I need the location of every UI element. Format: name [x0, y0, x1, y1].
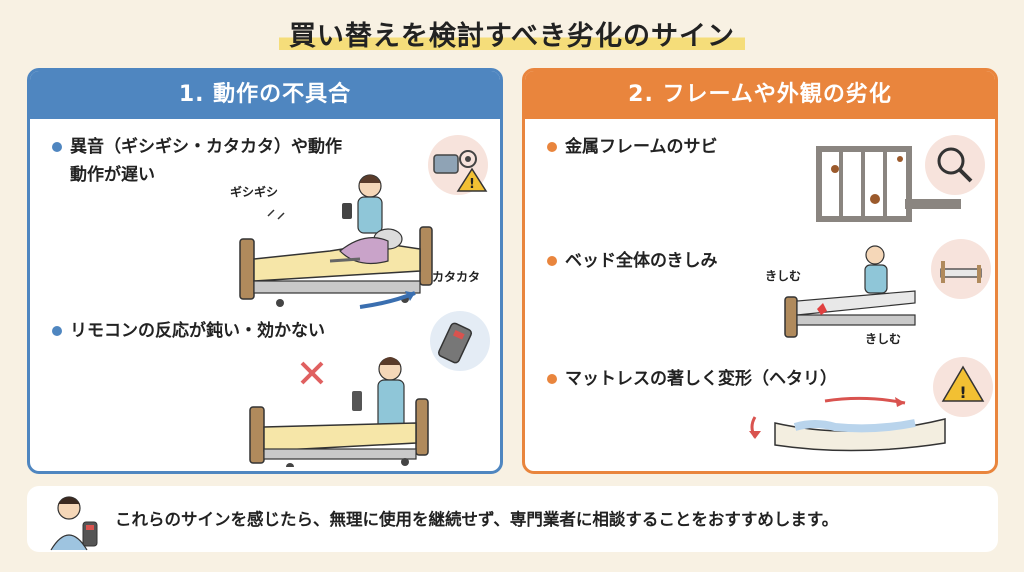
item-text: 金属フレームのサビ [565, 137, 718, 157]
sfx-text: カタカタ [432, 270, 480, 284]
item-text: マットレスの著しく変形（ヘタリ） [565, 369, 837, 389]
item-text: 異音（ギシギシ・カタカタ）や動作 [70, 137, 342, 157]
sfx-text: きしむ [865, 332, 901, 346]
x-mark-icon [300, 361, 324, 385]
item-text: ベッド全体のきしみ [565, 251, 718, 271]
warning-icon: ! [933, 357, 993, 417]
footer-text: これらのサインを感じたら、無理に使用を継続せず、専門業者に相談することをおすすめ… [115, 510, 839, 529]
bullet-icon [52, 326, 62, 336]
panel-operation-issues: 1. 動作の不具合 異音（ギシギシ・カタカタ）や動作 動作が遅い ! ギシギシ … [27, 68, 503, 474]
bullet-icon [547, 142, 557, 152]
bullet-icon [547, 256, 557, 266]
sfx-text: ギシギシ [230, 184, 278, 199]
sagging-mattress-illustration: ! [749, 357, 993, 452]
warning-icon: ! [456, 167, 488, 192]
panel-heading: 2. フレームや外観の劣化 [525, 71, 995, 119]
remote-control-icon [430, 311, 490, 371]
list-item: マットレスの著しく変形（ヘタリ） [547, 365, 907, 393]
list-item: 金属フレームのサビ [547, 133, 847, 161]
panel-heading: 1. 動作の不具合 [30, 71, 500, 119]
noisy-bed-illustration: ! ギシギシ カタカタ [230, 135, 488, 309]
footer-note: これらのサインを感じたら、無理に使用を継続せず、専門業者に相談することをおすすめ… [27, 486, 998, 552]
list-item: リモコンの反応が鈍い・効かない [52, 317, 412, 345]
item-text: リモコンの反応が鈍い・効かない [70, 321, 325, 341]
title-area: 買い替えを検討すべき劣化のサイン [0, 14, 1024, 53]
creaking-bed-illustration: きしむ きしむ [765, 239, 991, 346]
sfx-text: きしむ [765, 269, 801, 283]
bullet-icon [547, 374, 557, 384]
advisor-avatar-icon [50, 496, 98, 551]
list-item: ベッド全体のきしみ [547, 247, 847, 275]
item-text: 動作が遅い [70, 165, 155, 185]
rusty-frame-illustration [816, 135, 985, 222]
svg-text:!: ! [469, 177, 475, 192]
page-title: 買い替えを検討すべき劣化のサイン [278, 14, 746, 53]
remote-bed-illustration [249, 311, 490, 467]
bullet-icon [52, 142, 62, 152]
magnifier-icon [925, 135, 985, 195]
svg-text:!: ! [959, 383, 966, 402]
bed-icon [931, 239, 991, 299]
panel-frame-deterioration: 2. フレームや外観の劣化 金属フレームのサビ ベッド全体のきしみ きしむ きし… [522, 68, 998, 474]
list-item: 異音（ギシギシ・カタカタ）や動作 動作が遅い [52, 133, 382, 189]
